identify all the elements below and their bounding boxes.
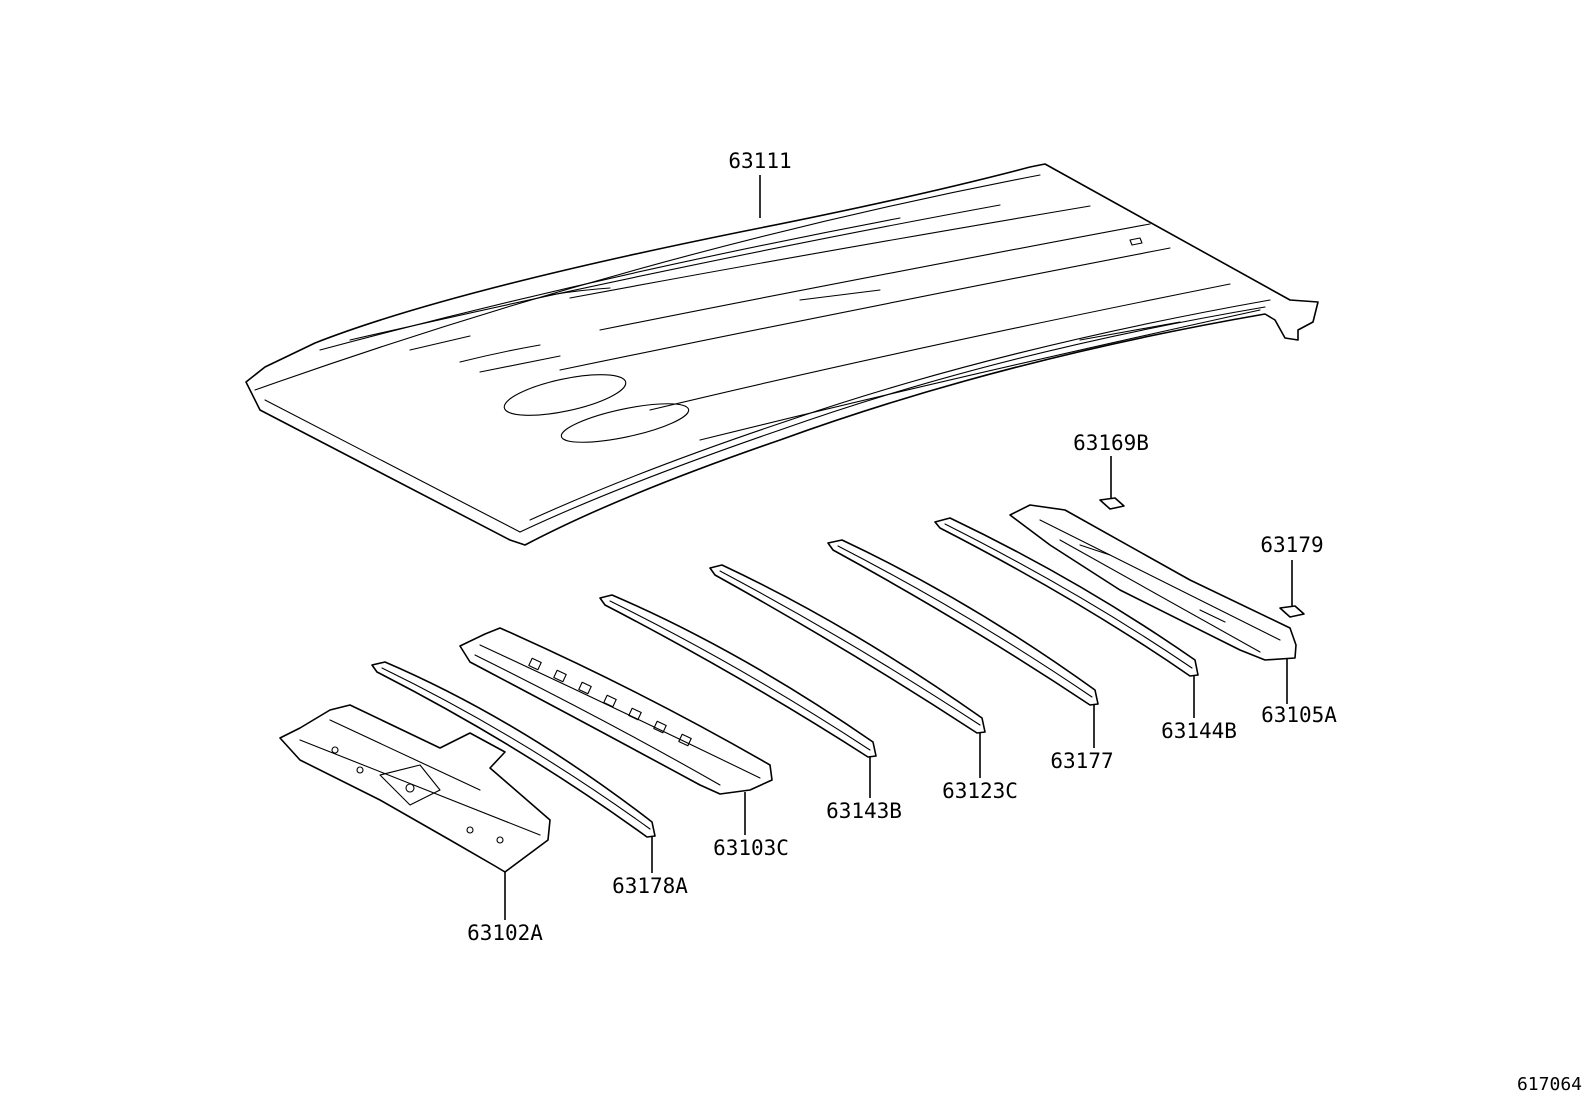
leader-lines (504, 175, 1293, 920)
part-63123c[interactable] (709, 564, 986, 734)
part-63103c[interactable] (459, 627, 773, 795)
part-63169b[interactable] (1099, 497, 1125, 510)
label-63169b: 63169B (1073, 431, 1149, 455)
part-63179[interactable] (1279, 605, 1305, 618)
label-63143b: 63143B (826, 799, 902, 823)
label-63103c: 63103C (713, 836, 789, 860)
part-63177[interactable] (827, 539, 1099, 706)
label-63123c: 63123C (942, 779, 1018, 803)
label-63102a: 63102A (467, 921, 543, 945)
slot-row (528, 657, 692, 747)
label-63179: 63179 (1260, 533, 1323, 557)
label-63144b: 63144B (1161, 719, 1237, 743)
label-63177: 63177 (1050, 749, 1113, 773)
roof-panel[interactable] (245, 163, 1319, 546)
label-63178a: 63178A (612, 874, 688, 898)
part-63102a[interactable] (279, 704, 551, 873)
label-63105a: 63105A (1261, 703, 1337, 727)
part-63178a[interactable] (371, 661, 656, 838)
label-63111: 63111 (728, 149, 791, 173)
part-63105a[interactable] (1009, 504, 1297, 661)
part-labels: 63111 63169B 63179 63105A 63144B 63177 6… (467, 149, 1337, 945)
part-63144b[interactable] (934, 517, 1199, 677)
part-63143b[interactable] (599, 594, 877, 758)
diagram-reference-number: 617064 (1517, 1074, 1582, 1095)
